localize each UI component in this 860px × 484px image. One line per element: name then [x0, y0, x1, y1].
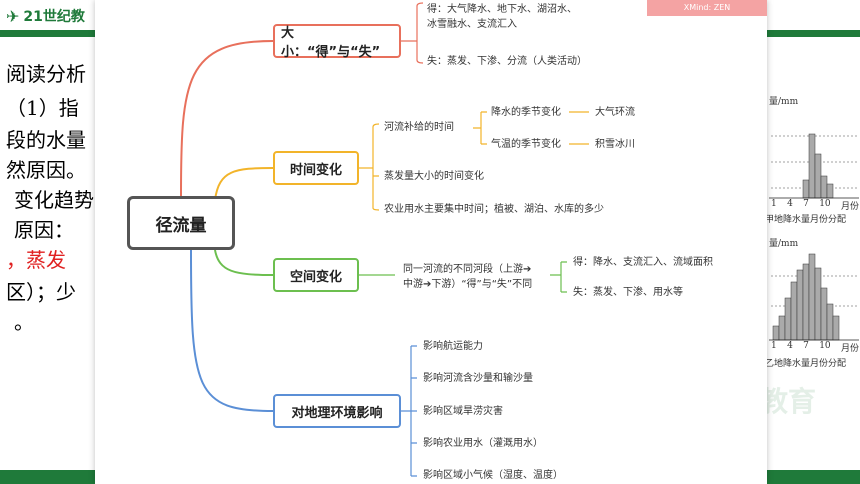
- yellow-sub-3: 农业用水主要集中时间；植被、湖泊、水库的多少: [384, 204, 604, 215]
- link-root-red: [180, 40, 274, 197]
- bg-line-9: 。: [14, 310, 34, 334]
- chart-bottom-tick: 4: [787, 341, 793, 351]
- root-node[interactable]: 径流量: [127, 196, 235, 250]
- precip-charts-svg: [769, 133, 859, 341]
- green-sub-2: 中游➔下游）“得”与“失”不同: [403, 279, 533, 290]
- bar-bot-7: [808, 253, 816, 341]
- leaf-gain-2: 冰雪融水、支流汇入: [427, 19, 517, 30]
- branch-time[interactable]: 时间变化: [273, 151, 359, 185]
- chart-top-tick: 1: [771, 199, 777, 209]
- chart-bottom-tick: 1: [771, 341, 777, 351]
- bar-top-5: [826, 183, 834, 199]
- link-root-yellow: [214, 167, 274, 201]
- blue-leaf-1: 影响航运能力: [423, 341, 483, 352]
- leaf-gain-1: 得：大气降水、地下水、湖沼水、: [427, 4, 577, 15]
- blue-leaf-3: 影响区域旱涝灾害: [423, 406, 503, 417]
- bg-line-3: 段的水量: [6, 128, 86, 152]
- bg-line-7: ，蒸发: [6, 248, 66, 272]
- link-yellow-subsub: [473, 111, 487, 145]
- yellow-subsub-2: 气温的季节变化: [491, 139, 561, 150]
- branch-size[interactable]: 大小：“得”与“失”: [273, 24, 401, 60]
- site-watermark: 教育: [760, 385, 817, 418]
- chart-top-tick: 10: [819, 199, 831, 209]
- bar-bot-8: [814, 267, 822, 341]
- chart-bottom-caption: 乙地降水量月份分配: [765, 359, 847, 369]
- chart-bottom: [769, 253, 859, 341]
- bar-top-3: [814, 153, 822, 199]
- link-root-green: [214, 249, 274, 276]
- blue-leaf-4: 影响农业用水（灌溉用水）: [423, 438, 543, 449]
- link-blue-leaves: [401, 345, 417, 477]
- yellow-subsub-1: 降水的季节变化: [491, 107, 561, 118]
- bar-bot-4: [790, 281, 798, 341]
- xmind-badge: XMind: ZEN: [647, 0, 767, 16]
- chart-bottom-tick: 月份: [840, 344, 859, 354]
- chart-top-ticks: 1 4 7 10 月份: [771, 199, 859, 212]
- chart-top-tick: 4: [787, 199, 793, 209]
- yellow-sub-1: 河流补给的时间: [384, 122, 454, 133]
- chart-top: [769, 133, 859, 199]
- yellow-leaf-1: 大气环流: [595, 107, 635, 118]
- precip-charts: 量/mm 1 4 7 10 月份 甲地降水量月份分配 量/mm 1 4 7 10…: [765, 80, 860, 380]
- logo-text: 21世纪教: [23, 9, 85, 25]
- bar-bot-6: [802, 263, 810, 341]
- link-root-blue: [190, 249, 274, 412]
- bar-bot-11: [832, 315, 840, 341]
- green-leaf-2: 失：蒸发、下渗、用水等: [573, 287, 683, 298]
- bg-line-1: 阅读分析: [6, 62, 86, 86]
- mindmap-canvas: XMind: ZEN 径流量 大小：“得”与“失” 得：大气降水、地下水、湖沼水…: [95, 0, 767, 484]
- bg-line-5: 变化趋势: [14, 188, 94, 212]
- link-yellow-sub: [359, 123, 380, 211]
- bar-top-4: [820, 175, 828, 199]
- green-leaf-1: 得：降水、支流汇入、流域面积: [573, 257, 713, 268]
- blue-leaf-5: 影响区域小气候（湿度、温度）: [423, 470, 563, 481]
- blue-leaf-2: 影响河流含沙量和输沙量: [423, 373, 533, 384]
- bar-bot-1: [772, 325, 780, 341]
- yellow-sub-2: 蒸发量大小的时间变化: [384, 171, 484, 182]
- bar-top-1: [802, 179, 810, 199]
- bg-line-4: 然原因。: [6, 158, 86, 182]
- chart-top-caption: 甲地降水量月份分配: [765, 215, 847, 225]
- yellow-leaf-2: 积雪冰川: [595, 139, 635, 150]
- green-sub-1: 同一河流的不同河段（上游➔: [403, 264, 532, 275]
- chart-bottom-tick: 7: [803, 341, 809, 351]
- site-logo: ✈ 21世纪教: [6, 4, 85, 28]
- branch-space[interactable]: 空间变化: [273, 258, 359, 292]
- logo-icon: ✈: [6, 6, 20, 26]
- bg-line-8: 区）；少: [6, 280, 76, 304]
- chart-bottom-tick: 10: [819, 341, 831, 351]
- branch-impact[interactable]: 对地理环境影响: [273, 394, 401, 428]
- chart-bottom-ticks: 1 4 7 10 月份: [771, 341, 859, 354]
- bg-line-2: （1）指: [6, 96, 79, 120]
- bar-bot-3: [784, 297, 792, 341]
- mindmap-connectors: [180, 2, 589, 477]
- link-red-leaves: [401, 2, 424, 64]
- bar-bot-2: [778, 315, 786, 341]
- leaf-loss: 失：蒸发、下渗、分流（人类活动）: [427, 56, 587, 67]
- bar-top-2: [808, 133, 816, 199]
- chart-top-ylabel: 量/mm: [769, 97, 799, 107]
- link-green-leaves: [550, 261, 567, 293]
- chart-top-tick: 7: [803, 199, 809, 209]
- bar-bot-9: [820, 287, 828, 341]
- bg-line-6: 原因：: [14, 218, 74, 242]
- chart-bottom-ylabel: 量/mm: [769, 239, 799, 249]
- chart-top-tick: 月份: [840, 202, 859, 212]
- bar-bot-5: [796, 269, 804, 341]
- bar-bot-10: [826, 303, 834, 341]
